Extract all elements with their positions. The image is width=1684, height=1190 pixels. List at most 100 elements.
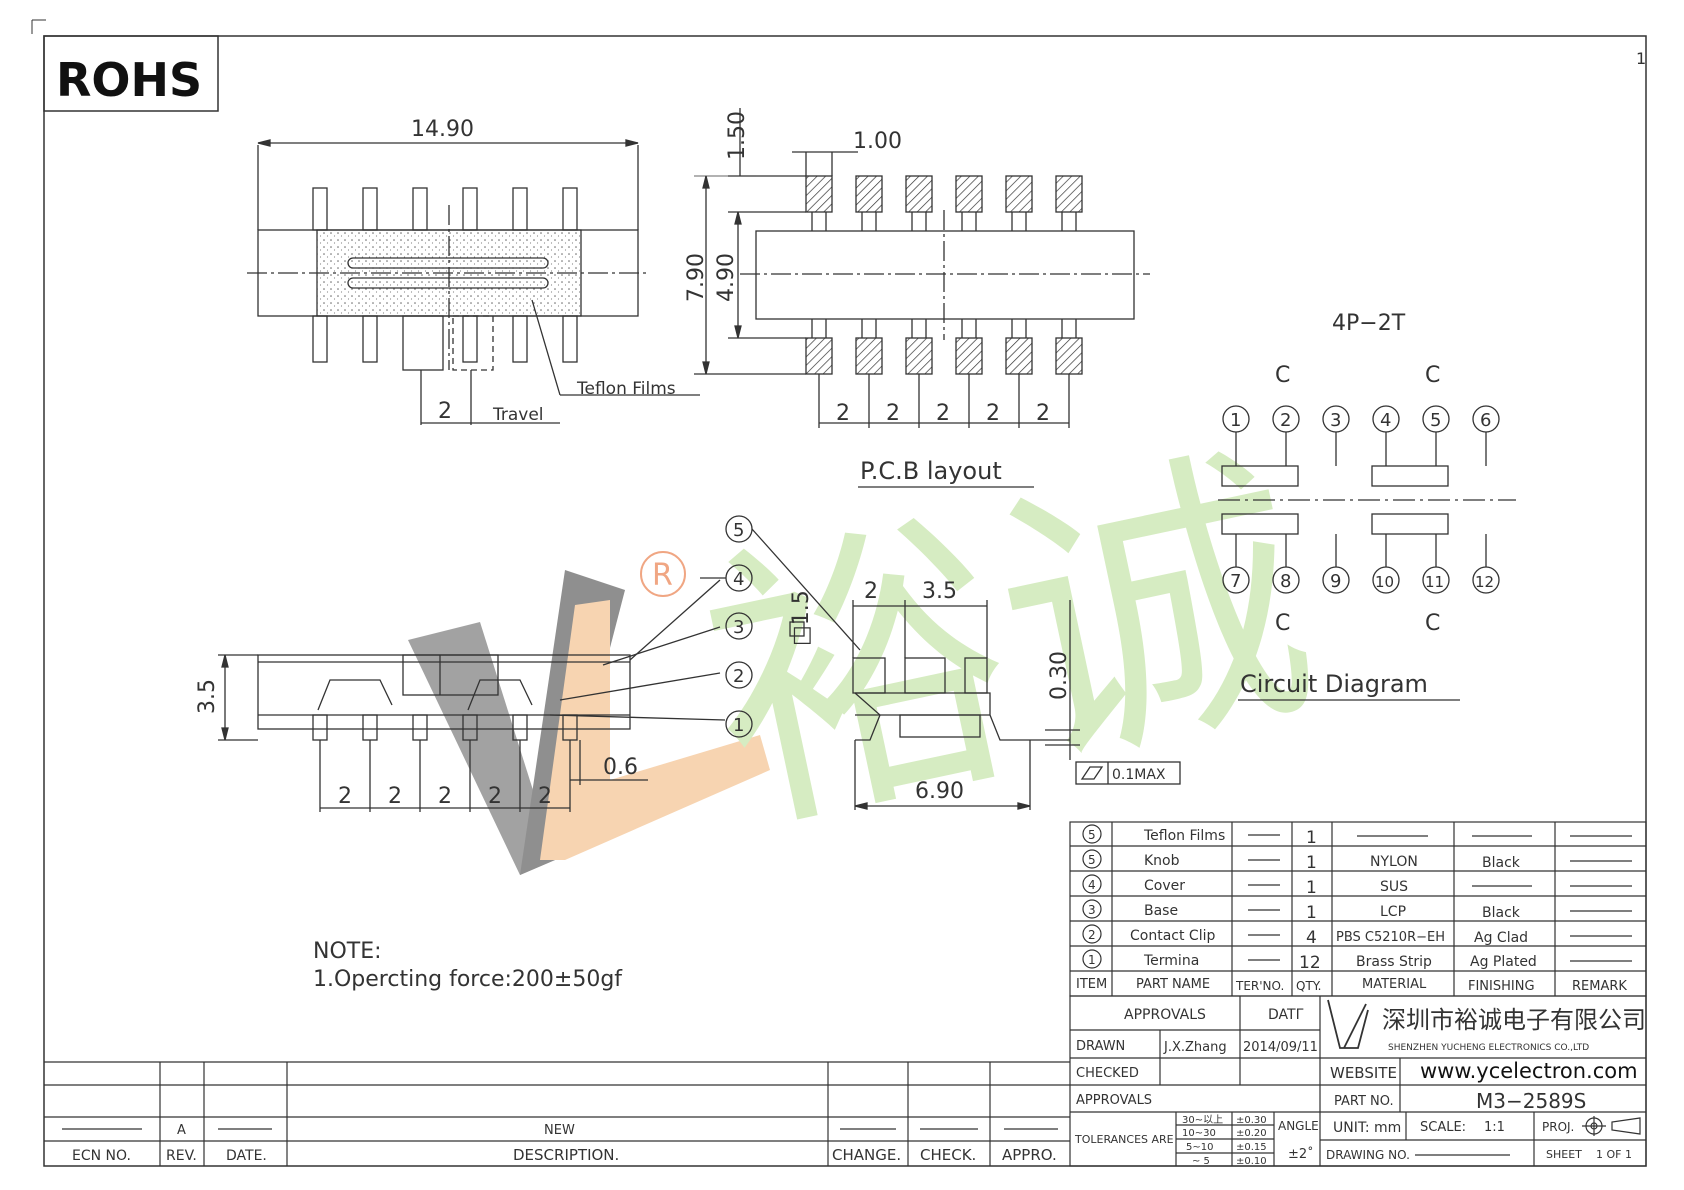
approvals-label: APPROVALS — [1076, 1093, 1152, 1108]
title-block — [1069, 995, 1647, 1167]
watermark-orange-stroke — [540, 600, 770, 860]
pin-10: 10 — [1375, 573, 1394, 591]
rohs-label: ROHS — [56, 53, 202, 107]
rev-header-appro: APPRO. — [1002, 1146, 1057, 1164]
balloon-1: 1 — [733, 715, 744, 736]
tol-range-4: ~ 5 — [1192, 1156, 1210, 1167]
note-title: NOTE: — [313, 939, 382, 964]
bom-material-2: NYLON — [1370, 854, 1418, 870]
bom-finish-5: Ag Clad — [1474, 930, 1528, 946]
pin-6: 6 — [1480, 410, 1491, 431]
bom-material-3: SUS — [1380, 879, 1408, 895]
front-view — [218, 515, 861, 812]
top-width-dim: 14.90 — [411, 117, 474, 142]
circuit-diagram — [1218, 405, 1516, 701]
side-dim-b: 3.5 — [922, 579, 957, 604]
watermark-registered-mark: R — [652, 558, 673, 593]
pin-2: 2 — [1280, 410, 1291, 431]
scale-value: 1:1 — [1484, 1120, 1505, 1135]
unit-label: UNIT: mm — [1333, 1120, 1401, 1136]
front-height-dim: 3.5 — [195, 679, 220, 714]
bom-finish-2: Black — [1482, 855, 1521, 871]
circuit-c-label-1: C — [1275, 363, 1290, 388]
bom-finish-4: Black — [1482, 905, 1521, 921]
tol-value-2: ±0.20 — [1236, 1128, 1267, 1139]
drawing-no-label: DRAWING NO. — [1326, 1148, 1410, 1162]
front-spacing-2: 2 — [388, 784, 402, 809]
desc-value: NEW — [544, 1123, 575, 1138]
pcb-inner-dim: 4.90 — [714, 253, 739, 302]
title-block-text: APPROVALS DATΓ DRAWN J.X.Zhang 2014/09/1… — [1074, 1006, 1646, 1167]
bom-item-3: 4 — [1088, 878, 1096, 892]
rev-value: A — [177, 1123, 186, 1138]
angle-value: ±2˚ — [1288, 1146, 1314, 1162]
pcb-pitch-dim: 1.00 — [853, 129, 902, 154]
bom-name-2: Knob — [1144, 853, 1180, 869]
pcb-spacing-2: 2 — [886, 401, 900, 426]
bom-item-5: 2 — [1088, 928, 1096, 942]
balloon-4: 4 — [733, 569, 744, 590]
drawn-date: 2014/09/11 — [1243, 1040, 1318, 1055]
front-spacing-5: 2 — [538, 784, 552, 809]
pcb-spacing-4: 2 — [986, 401, 1000, 426]
front-offset-dim: 0.6 — [603, 755, 638, 780]
circuit-c-label-3: C — [1275, 611, 1290, 636]
drawn-label: DRAWN — [1076, 1039, 1125, 1054]
bom-name-5: Contact Clip — [1130, 928, 1215, 944]
balloon-3: 3 — [733, 617, 744, 638]
bom-finish-6: Ag Plated — [1470, 954, 1537, 970]
front-spacing-4: 2 — [488, 784, 502, 809]
bom-header-remark: REMARK — [1572, 979, 1627, 994]
circuit-c-label-4: C — [1425, 611, 1440, 636]
teflon-films-label: Teflon Films — [576, 379, 676, 399]
bom-name-4: Base — [1144, 903, 1178, 919]
bom-header-material: MATERIAL — [1362, 977, 1427, 992]
watermark-chinese-text: 裕诚 — [678, 412, 1337, 878]
pin-3: 3 — [1330, 410, 1341, 431]
bom-header-qty: QTY. — [1296, 979, 1322, 993]
travel-label: Travel — [492, 405, 544, 425]
top-view — [247, 139, 700, 425]
bom-qty-3: 1 — [1306, 878, 1317, 898]
circuit-diagram-title: Circuit Diagram — [1240, 670, 1428, 698]
bom-material-6: Brass Strip — [1356, 954, 1432, 970]
balloon-5: 5 — [733, 520, 744, 541]
rohs-box — [43, 35, 219, 112]
side-view — [789, 600, 1181, 810]
bom-material-5: PBS C5210R−EH — [1336, 930, 1445, 945]
note-line-1: 1.Opercting force:200±50gf — [313, 967, 623, 992]
front-spacing-1: 2 — [338, 784, 352, 809]
side-dim-a: 2 — [864, 579, 878, 604]
pin-5: 5 — [1430, 410, 1441, 431]
sheet-index: 1 — [1636, 49, 1646, 68]
bom-item-2: 5 — [1088, 853, 1096, 867]
angle-label: ANGLE — [1278, 1119, 1319, 1133]
sheet-border — [43, 35, 1647, 1167]
part-no-value: M3−2589S — [1476, 1089, 1586, 1113]
front-balloons: 5 4 3 2 1 — [733, 520, 744, 736]
bom-name-3: Cover — [1144, 878, 1185, 894]
pcb-layout-title: P.C.B layout — [860, 457, 1002, 485]
pin-9: 9 — [1330, 571, 1341, 592]
rev-header-desc: DESCRIPTION. — [513, 1146, 619, 1164]
sheet-label: SHEET — [1546, 1148, 1582, 1161]
revision-text: A NEW ECN NO. REV. DATE. DESCRIPTION. CH… — [72, 1123, 1057, 1164]
tol-value-4: ±0.10 — [1236, 1156, 1267, 1167]
bom-qty-5: 4 — [1306, 928, 1317, 948]
pcb-outer-dim: 7.90 — [684, 253, 709, 302]
bom-header-ter: TER'NO. — [1235, 979, 1284, 993]
flatness-value: 0.1MAX — [1112, 767, 1166, 783]
bom-header-item: ITEM — [1076, 977, 1107, 992]
rev-header-rev: REV. — [166, 1148, 197, 1164]
proj-label: PROJ. — [1542, 1120, 1574, 1134]
pcb-spacing-5: 2 — [1036, 401, 1050, 426]
sheet-value: 1 OF 1 — [1596, 1148, 1632, 1161]
rev-header-date: DATE. — [226, 1148, 267, 1164]
tolerances-label: TOLERANCES ARE — [1074, 1133, 1174, 1146]
balloon-2: 2 — [733, 666, 744, 687]
watermark-registered-circle — [640, 551, 686, 597]
website-value: www.ycelectron.com — [1420, 1059, 1638, 1083]
scale-label: SCALE: — [1420, 1120, 1466, 1135]
watermark-gray-stroke — [408, 622, 555, 875]
